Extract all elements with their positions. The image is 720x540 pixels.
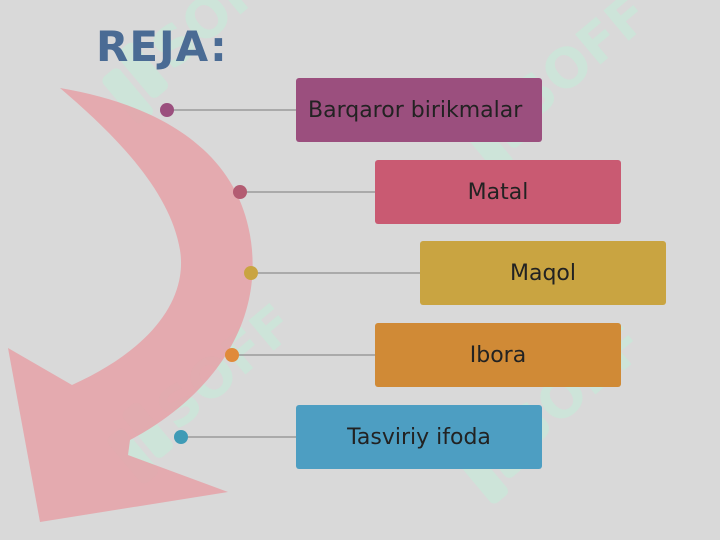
connector-group (160, 103, 420, 444)
topic-box: Matal (375, 160, 621, 224)
topic-label: Barqaror birikmalar (308, 97, 523, 123)
connector-dot (244, 266, 258, 280)
topic-box: Barqaror birikmalar (296, 78, 542, 142)
topic-box: Ibora (375, 323, 621, 387)
topic-box: Tasviriy ifoda (296, 405, 542, 469)
topic-label: Ibora (469, 342, 527, 368)
connector-dot (174, 430, 188, 444)
connector-dot (233, 185, 247, 199)
topic-label: Matal (467, 179, 529, 205)
topic-label: Tasviriy ifoda (347, 424, 491, 450)
topic-label: Maqol (510, 260, 576, 286)
topic-box: Maqol (420, 241, 666, 305)
page-title: REJA: (96, 22, 228, 71)
connector-dot (225, 348, 239, 362)
curved-arrow-icon (8, 88, 253, 522)
connector-dot (160, 103, 174, 117)
